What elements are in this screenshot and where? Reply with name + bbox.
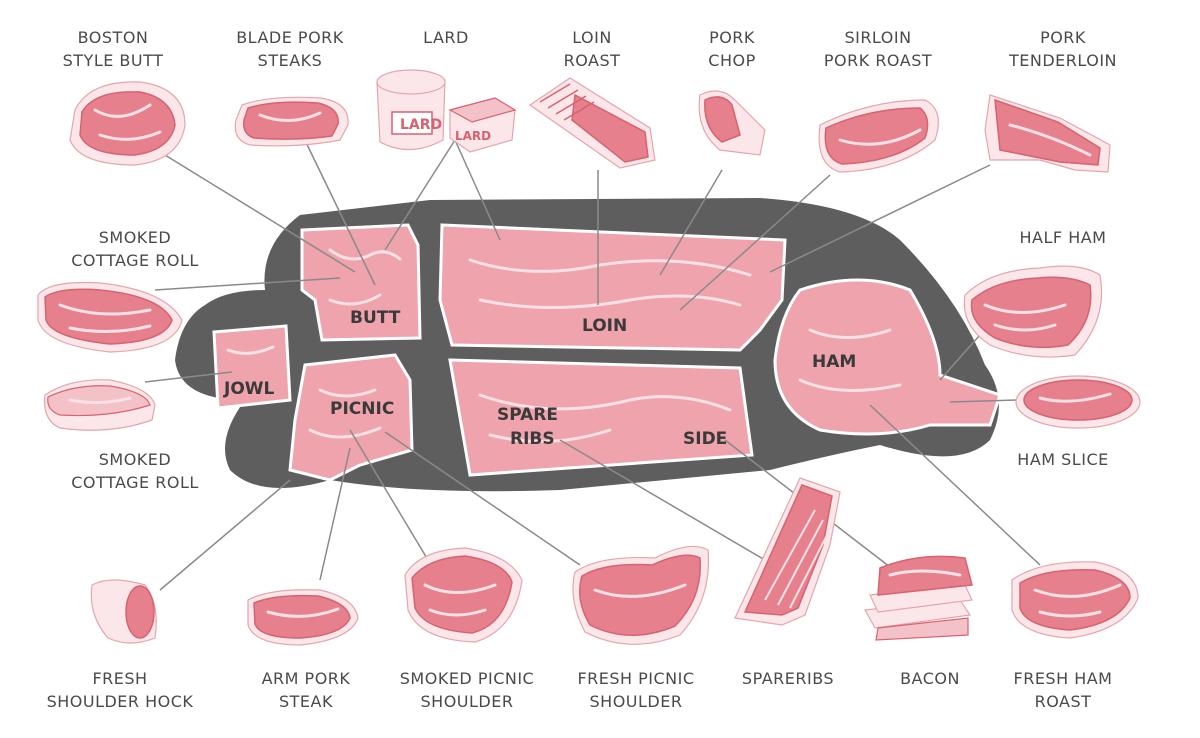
label-ham-slice: HAM SLICE [1017, 450, 1108, 469]
lard-block-text: LARD [455, 129, 491, 143]
smoked-picnic-image[interactable] [404, 547, 523, 643]
label-loin: LOIN [582, 316, 627, 336]
lard-image[interactable]: LARD LARD [376, 69, 517, 153]
cottage-roll-top-image[interactable] [37, 281, 183, 353]
product-illustrations: LARD LARD [37, 69, 1141, 646]
spareribs-image[interactable] [734, 477, 841, 626]
label-bacon: BACON [900, 669, 960, 688]
region-picnic[interactable] [288, 353, 414, 482]
region-ham[interactable] [773, 278, 1002, 436]
blade-steaks-image[interactable] [234, 96, 349, 147]
leader-lines [144, 129, 1041, 591]
label-butt: BUTT [350, 308, 401, 328]
ham-slice-image[interactable] [1015, 375, 1141, 429]
boston-butt-image[interactable] [69, 81, 186, 166]
region-spareribs[interactable] [448, 358, 754, 477]
label-lard: LARD [423, 28, 469, 47]
label-ham: HAM [812, 352, 856, 372]
label-side: SIDE [683, 429, 727, 449]
bacon-image[interactable] [864, 555, 973, 641]
label-half-ham: HALF HAM [1020, 228, 1107, 247]
region-loin[interactable] [438, 223, 787, 352]
sirloin-roast-image[interactable] [818, 99, 939, 173]
lard-tub-text: LARD [400, 117, 442, 133]
label-spare: SPARE [497, 405, 558, 425]
label-jowl: JOWL [223, 379, 275, 399]
cottage-roll-bottom-image[interactable] [43, 379, 156, 431]
half-ham-image[interactable] [963, 265, 1103, 358]
primal-regions [212, 223, 1002, 482]
label-picnic: PICNIC [330, 399, 394, 419]
shoulder-hock-image[interactable] [90, 579, 157, 644]
label-ribs: RIBS [510, 429, 555, 449]
fresh-ham-roast-image[interactable] [1011, 561, 1139, 639]
label-spareribs: SPARERIBS [742, 669, 834, 688]
tenderloin-image[interactable] [984, 94, 1111, 173]
primal-labels: BUTT LOIN JOWL PICNIC SPARE RIBS SIDE HA… [223, 308, 856, 449]
fresh-picnic-image[interactable] [572, 545, 710, 645]
arm-steak-image[interactable] [247, 589, 359, 646]
loin-roast-image[interactable] [528, 77, 656, 169]
pork-chop-image[interactable] [698, 90, 766, 156]
